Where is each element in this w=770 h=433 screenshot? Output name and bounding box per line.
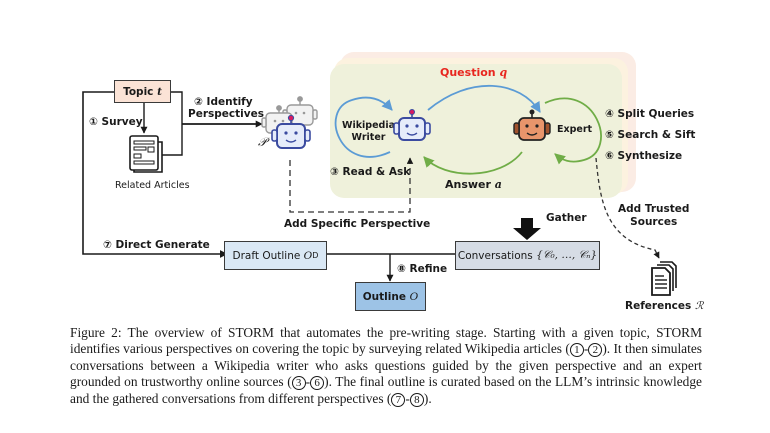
draft-outline-var: O — [303, 249, 313, 262]
caption-circled-8: 8 — [409, 392, 424, 407]
add-trusted-sources-line — [595, 157, 660, 259]
step-5-text: Search & Sift — [617, 129, 696, 141]
step-3-num: ③ — [330, 166, 339, 178]
caption-circled-3: 3 — [291, 376, 306, 391]
step-6-num: ⑥ — [605, 150, 614, 162]
outline-box: Outline O — [355, 282, 426, 311]
answer-arrow — [423, 151, 523, 175]
caption-circled-6: 6 — [310, 376, 325, 391]
step-1-num: ① — [89, 116, 98, 128]
survey-label: ① Survey — [89, 116, 143, 128]
references-var: ℛ — [694, 300, 704, 312]
question-text: Question — [440, 66, 496, 79]
question-arrow — [427, 84, 541, 113]
step-2-num: ② — [194, 96, 203, 108]
writer-loop-arrow — [334, 96, 393, 158]
question-label: Question q — [440, 66, 507, 79]
caption-part-3: ). The final outline is curated based on… — [70, 374, 702, 406]
writer-line1: Wikipedia — [342, 120, 396, 131]
step-4-text: Split Queries — [617, 108, 695, 120]
gather-label: Gather — [546, 212, 587, 224]
answer-label: Answer a — [445, 178, 502, 191]
conversations-math: {𝒞₀, …, 𝒞ₙ} — [536, 249, 598, 261]
add-trusted-line2: Sources — [630, 216, 678, 228]
answer-text: Answer — [445, 178, 491, 191]
references-label: References ℛ — [625, 300, 703, 312]
perspectives-symbol: 𝒫 — [258, 135, 267, 149]
caption-circled-1: 1 — [569, 343, 584, 358]
draft-outline-label: Draft Outline — [232, 249, 301, 262]
step-6-text: Synthesize — [617, 150, 683, 162]
wikipedia-writer-label: Wikipedia Writer — [342, 120, 395, 144]
step-4-num: ④ — [605, 108, 614, 120]
add-trusted-line1: Add Trusted — [618, 203, 690, 215]
step-4: ④ Split Queries — [605, 104, 695, 125]
caption-part-4: ). — [423, 390, 432, 406]
references-text: References — [625, 300, 692, 312]
refine-label: ⑧ Refine — [397, 263, 447, 275]
add-specific-perspective-line — [289, 157, 414, 213]
direct-generate-line — [82, 91, 228, 258]
step-8-num: ⑧ — [397, 263, 406, 275]
caption-part-1: Figure 2: The overview of STORM that aut… — [70, 325, 702, 357]
figure-caption: Figure 2: The overview of STORM that aut… — [70, 325, 703, 407]
read-ask-text: Read & Ask — [342, 166, 411, 178]
conversations-label: Conversations — [457, 249, 533, 262]
expert-label: Expert — [557, 124, 593, 135]
direct-generate-label: ⑦ Direct Generate — [103, 239, 210, 251]
caption-part-2: ). It then simulates conversations betwe… — [70, 341, 703, 390]
draft-outline-sub: D — [312, 251, 319, 260]
add-trusted-sources-label: Add Trusted Sources — [618, 203, 689, 229]
answer-var: a — [494, 178, 502, 191]
identify-perspectives-label: ② Identify Perspectives — [188, 96, 264, 120]
outline-var: O — [409, 290, 419, 303]
step-5-num: ⑤ — [605, 129, 614, 141]
expert-loop-arrow — [544, 97, 602, 165]
caption-circled-7: 7 — [391, 392, 406, 407]
refine-text: Refine — [409, 263, 448, 275]
related-articles-label: Related Articles — [115, 180, 190, 191]
writer-line2: Writer — [351, 132, 386, 143]
perspectives-text: Perspectives — [188, 108, 264, 120]
step-5: ⑤ Search & Sift — [605, 125, 695, 146]
expert-steps: ④ Split Queries ⑤ Search & Sift ⑥ Synthe… — [605, 104, 695, 167]
topic-var: t — [157, 85, 162, 98]
conversations-box: Conversations {𝒞₀, …, 𝒞ₙ} — [455, 241, 600, 270]
caption-circled-2: 2 — [588, 343, 603, 358]
gather-arrow — [513, 218, 541, 240]
direct-generate-text: Direct Generate — [115, 239, 210, 251]
outline-label: Outline — [362, 290, 406, 303]
survey-text: Survey — [101, 116, 143, 128]
add-specific-perspective-label: Add Specific Perspective — [284, 218, 431, 230]
topic-label: Topic — [123, 85, 154, 98]
step-6: ⑥ Synthesize — [605, 146, 695, 167]
identify-text: Identify — [206, 96, 253, 108]
topic-box: Topic t — [114, 80, 171, 103]
read-ask-label: ③ Read & Ask — [330, 166, 410, 178]
step-7-num: ⑦ — [103, 239, 112, 251]
question-var: q — [499, 66, 508, 79]
